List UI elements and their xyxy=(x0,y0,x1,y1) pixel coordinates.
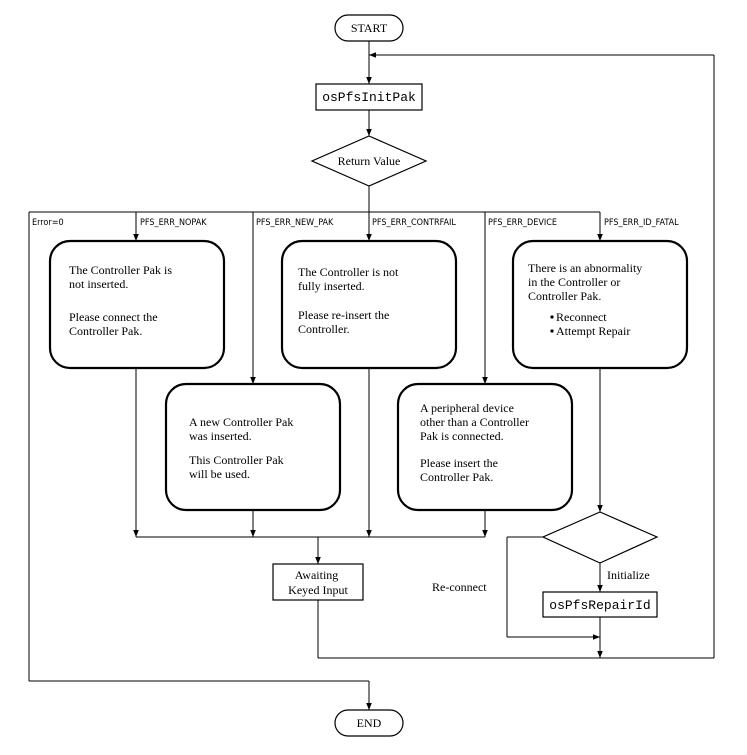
bullet-icon xyxy=(550,315,554,319)
branch-device-label: PFS_ERR_DEVICE xyxy=(488,218,557,228)
init-pak-node: osPfsInitPak xyxy=(315,83,423,111)
initialize-label: Initialize xyxy=(607,568,650,582)
return-value-decision: Return Value xyxy=(310,135,428,187)
nopak-message: The Controller Pak is not inserted. Plea… xyxy=(69,263,175,338)
branch-contrfail-label: PFS_ERR_CONTRFAIL xyxy=(372,218,456,228)
reconnect-label: Re-connect xyxy=(432,580,487,594)
end-node: END xyxy=(334,709,404,737)
init-pak-label: osPfsInitPak xyxy=(322,90,416,105)
bullet-icon xyxy=(550,329,554,333)
return-value-label: Return Value xyxy=(338,154,401,168)
start-node: START xyxy=(334,14,404,42)
id-fatal-bullet-reconnect: Reconnect xyxy=(556,310,607,324)
contrfail-message: The Controller is not fully inserted. Pl… xyxy=(298,265,401,336)
start-label: START xyxy=(351,21,388,35)
nopak-message-box: The Controller Pak is not inserted. Plea… xyxy=(48,239,226,370)
branch-labels: Error=0 PFS_ERR_NOPAK PFS_ERR_NEW_PAK PF… xyxy=(32,218,679,228)
repair-id-node: osPfsRepairId xyxy=(542,591,658,618)
end-label: END xyxy=(357,716,382,730)
branch-id-fatal-label: PFS_ERR_ID_FATAL xyxy=(604,218,679,228)
new-pak-message: A new Controller Pak was inserted. This … xyxy=(189,415,296,481)
awaiting-input-node: Awaiting Keyed Input xyxy=(272,563,364,601)
repair-id-label: osPfsRepairId xyxy=(549,598,650,613)
device-message: A peripheral device other than a Control… xyxy=(420,401,532,484)
branch-nopak-label: PFS_ERR_NOPAK xyxy=(140,218,207,228)
device-message-box: A peripheral device other than a Control… xyxy=(396,382,574,512)
new-pak-message-box: A new Controller Pak was inserted. This … xyxy=(164,382,342,512)
contrfail-message-box: The Controller is not fully inserted. Pl… xyxy=(280,239,458,370)
branch-new-pak-label: PFS_ERR_NEW_PAK xyxy=(256,218,334,228)
awaiting-label: Awaiting Keyed Input xyxy=(288,568,348,597)
connectors xyxy=(28,41,715,710)
id-fatal-bullet-repair: Attempt Repair xyxy=(556,324,630,338)
repair-decision xyxy=(541,511,659,564)
id-fatal-message: There is an abnormality in the Controlle… xyxy=(528,261,645,303)
branch-error0-label: Error=0 xyxy=(32,218,64,228)
id-fatal-message-box: There is an abnormality in the Controlle… xyxy=(511,239,689,370)
